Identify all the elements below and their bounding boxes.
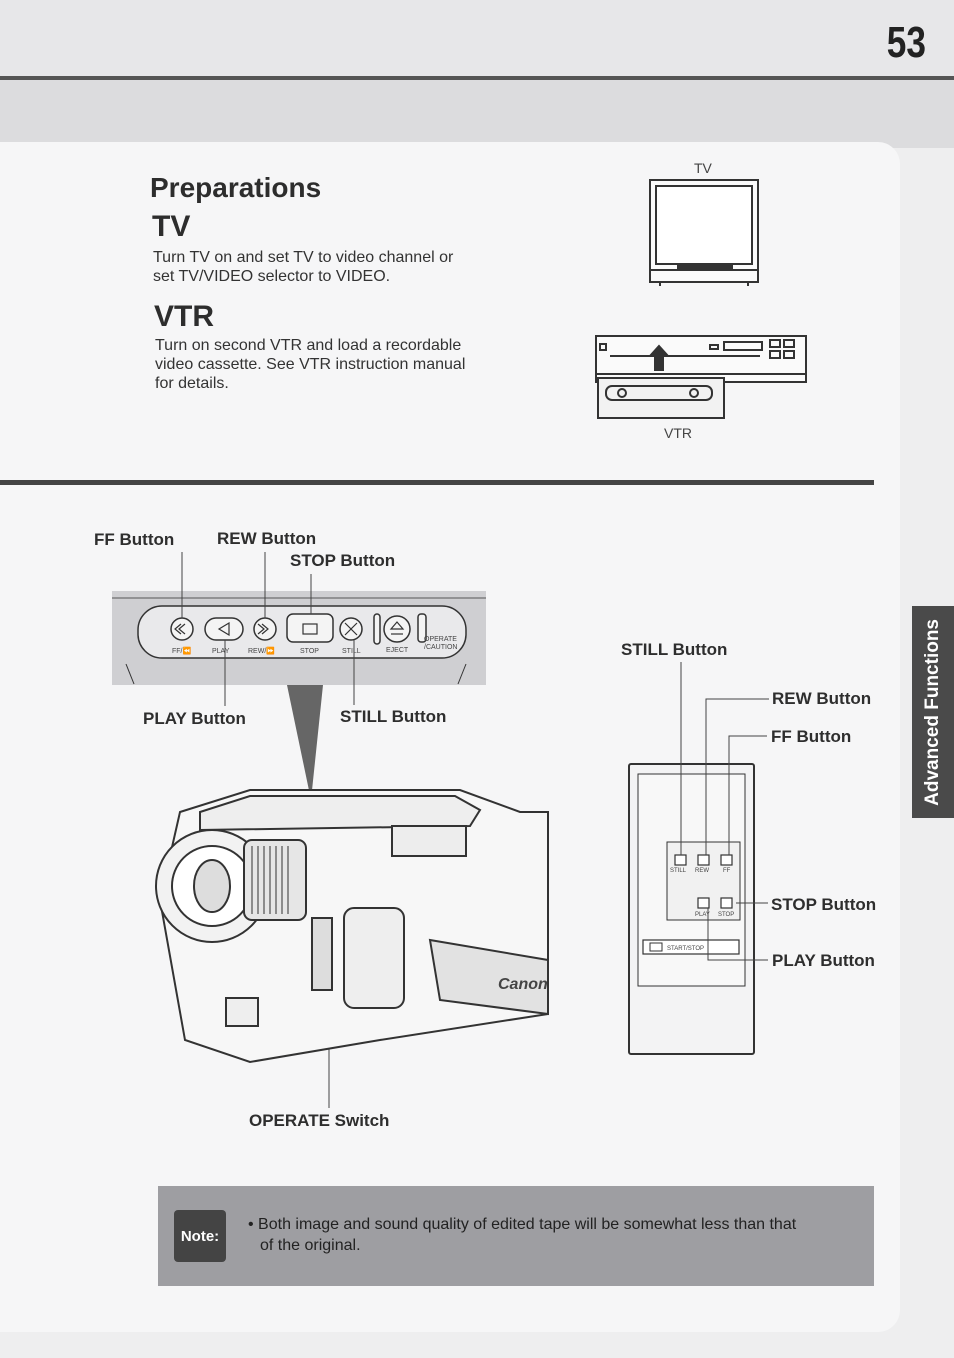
top-rule <box>0 76 954 80</box>
tv-instructions-line-1: Turn TV on and set TV to video channel o… <box>153 249 454 266</box>
camera-play-button-label: PLAY Button <box>143 709 246 728</box>
remote-stop-button-label: STOP Button <box>771 895 877 914</box>
camera-ff-button-label: FF Button <box>94 530 175 549</box>
vtr-instructions-line-1: Turn on second VTR and load a recordable <box>155 337 462 354</box>
side-tab-label: Advanced Functions <box>922 618 943 806</box>
tv-heading: TV <box>152 210 191 243</box>
section-divider <box>0 480 874 485</box>
vtr-instructions: Turn on second VTR and load a recordable… <box>155 336 465 393</box>
vtr-heading: VTR <box>154 300 214 333</box>
remote-still-button-label: STILL Button <box>621 640 728 659</box>
vtr-instructions-line-3: for details. <box>155 375 229 392</box>
note-text-line-1: • Both image and sound quality of edited… <box>248 1216 797 1233</box>
note-text-line-2: of the original. <box>260 1237 361 1254</box>
operate-switch-label: OPERATE Switch <box>249 1111 390 1130</box>
page-number: 53 <box>886 18 926 67</box>
note-text: • Both image and sound quality of edited… <box>248 1214 860 1256</box>
top-band <box>0 0 954 78</box>
camera-still-button-label: STILL Button <box>340 707 447 726</box>
header-band <box>0 80 954 148</box>
vtr-caption: VTR <box>664 425 692 441</box>
content-panel <box>0 142 900 1332</box>
camera-stop-button-label: STOP Button <box>290 551 396 570</box>
vtr-instructions-line-2: video cassette. See VTR instruction manu… <box>155 356 466 373</box>
tv-instructions: Turn TV on and set TV to video channel o… <box>153 248 453 286</box>
preparations-heading: Preparations <box>150 172 322 203</box>
note-box <box>158 1186 874 1286</box>
remote-ff-button-label: FF Button <box>771 727 852 746</box>
tv-instructions-line-2: set TV/VIDEO selector to VIDEO. <box>153 268 391 285</box>
remote-rew-button-label: REW Button <box>772 689 872 708</box>
camera-rew-button-label: REW Button <box>217 529 317 548</box>
note-badge: Note: <box>174 1210 226 1262</box>
tv-caption: TV <box>694 160 712 176</box>
side-tab <box>912 606 954 818</box>
side-tab-text-wrap: Advanced Functions <box>912 606 954 818</box>
remote-play-button-label: PLAY Button <box>772 951 875 970</box>
